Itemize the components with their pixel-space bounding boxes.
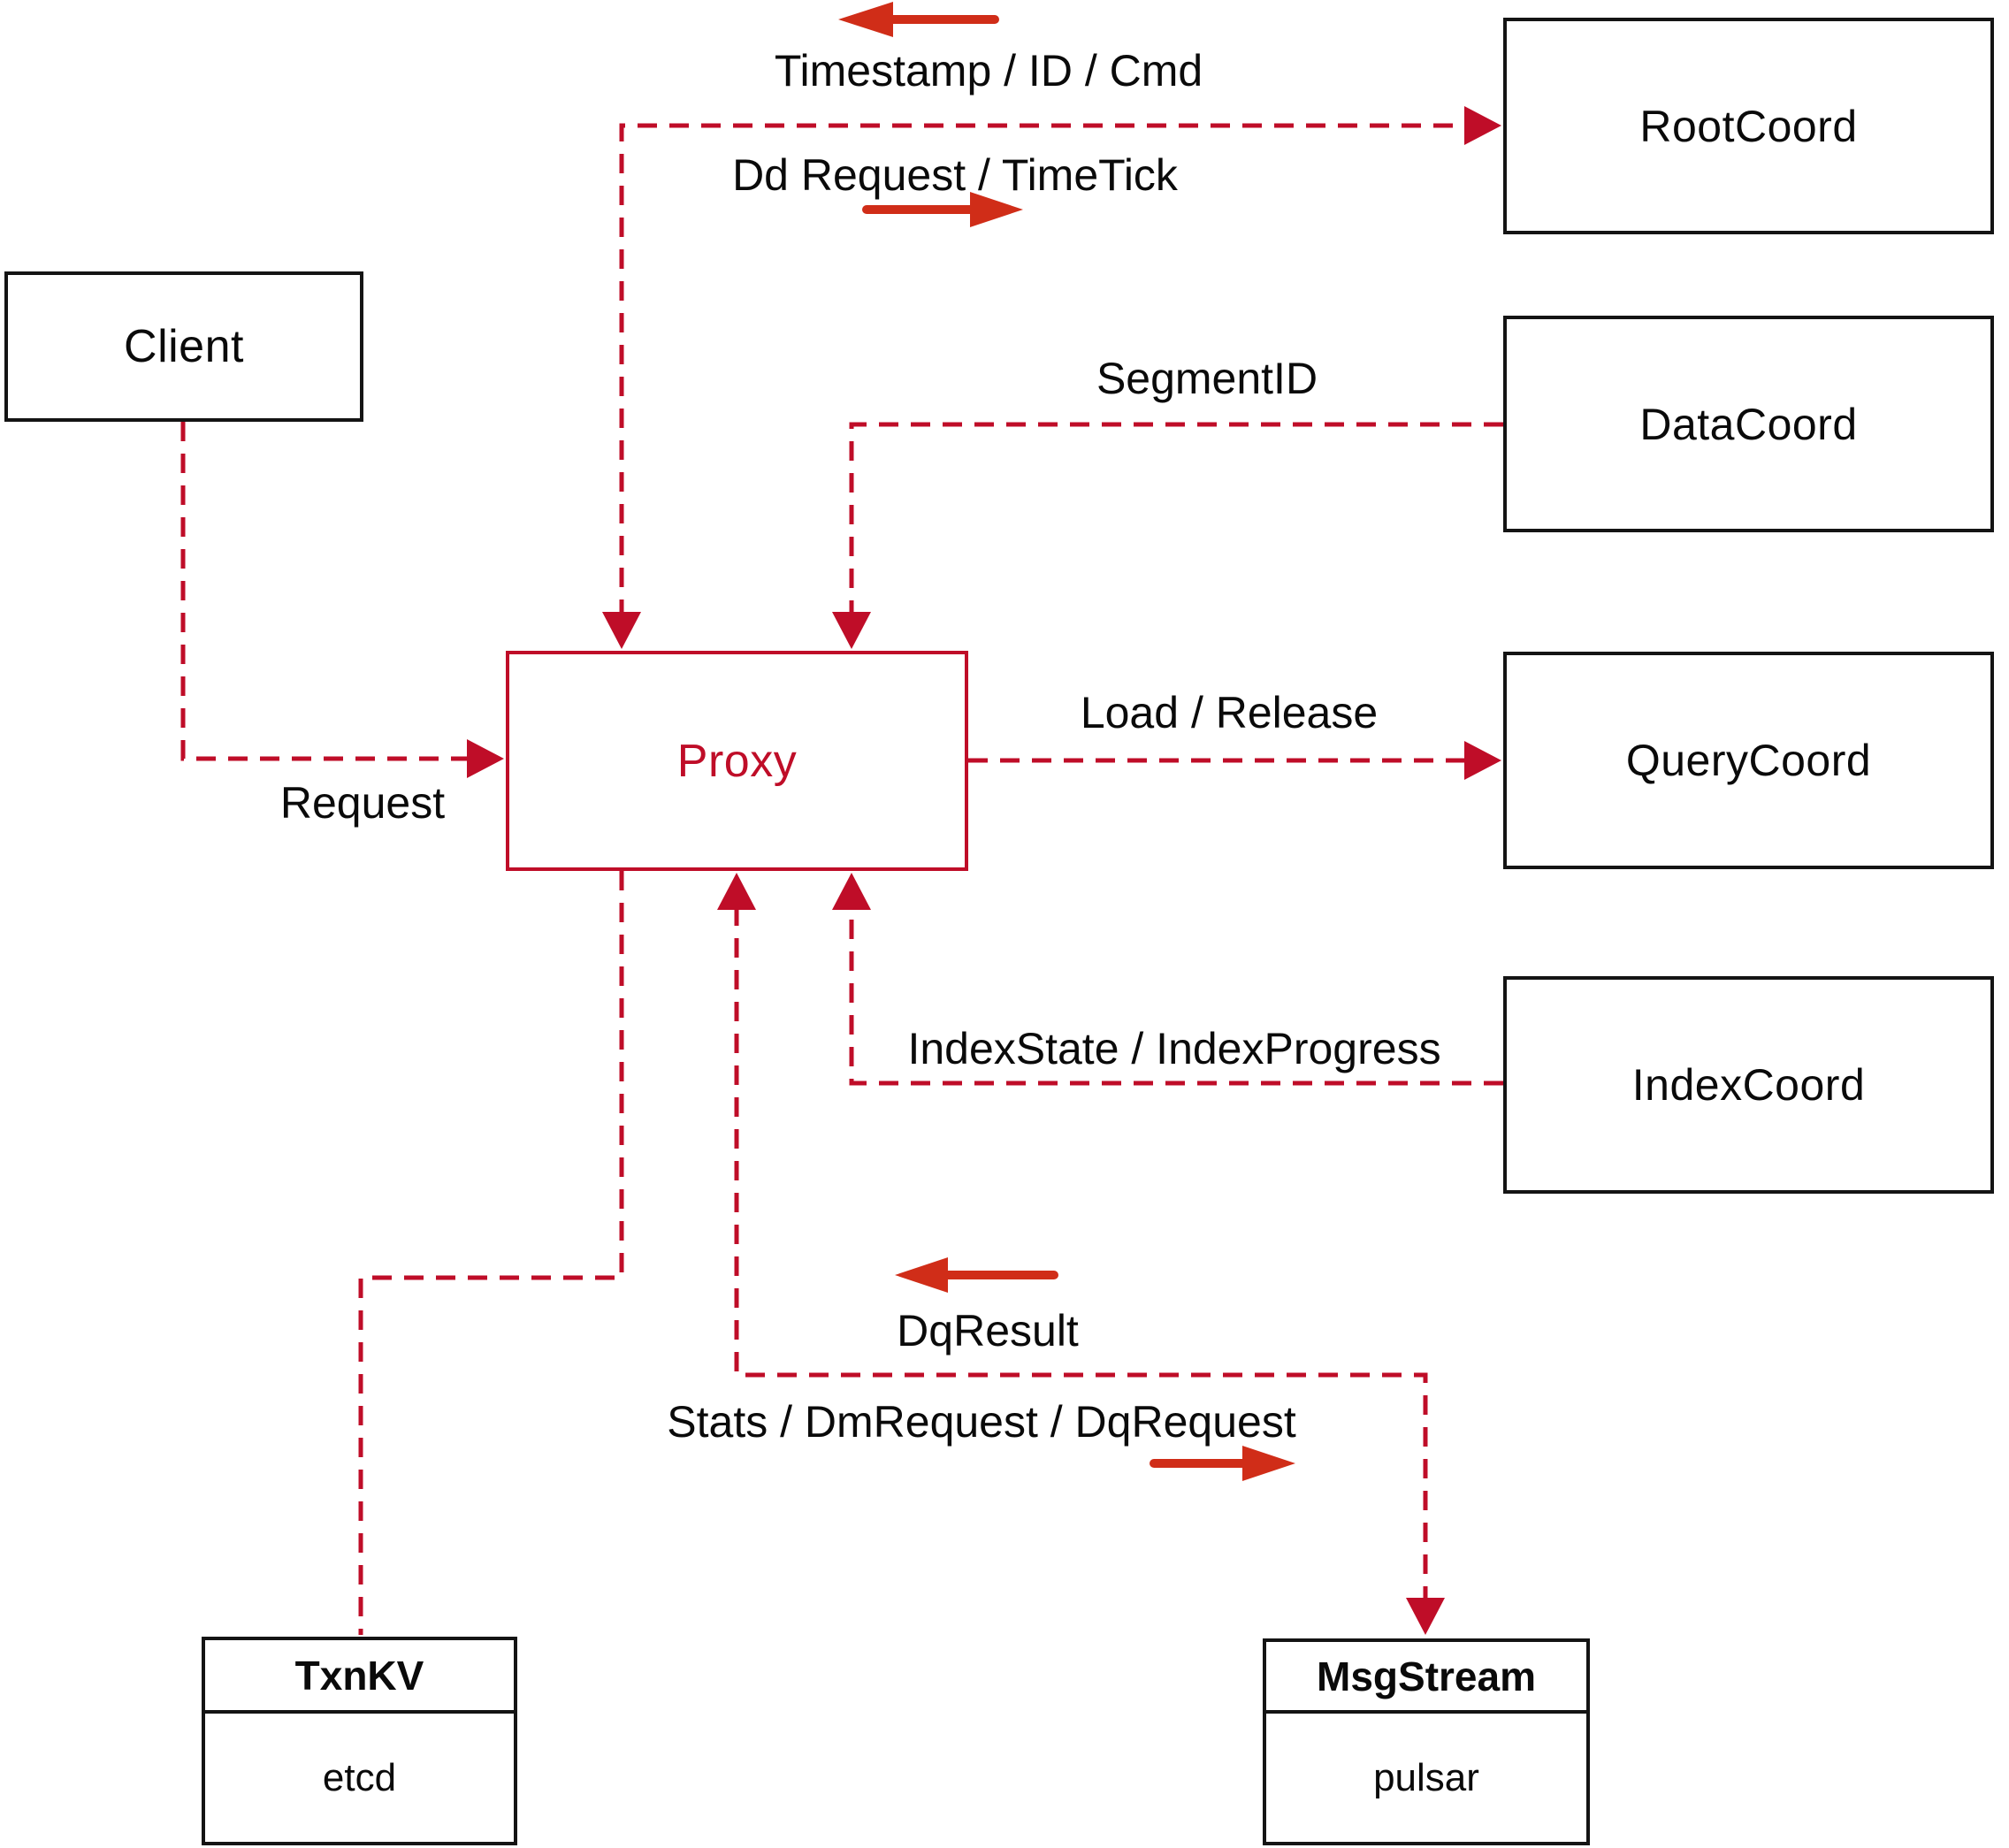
edge-label-dd-request-timetick: Dd Request / TimeTick [732, 150, 1178, 200]
node-txnkv-title: TxnKV [205, 1640, 514, 1714]
left-arrow-icon [838, 2, 999, 37]
node-rootcoord: RootCoord [1503, 18, 1994, 234]
node-querycoord: QueryCoord [1503, 652, 1994, 869]
edge-client-proxy [180, 422, 470, 761]
node-txnkv: TxnKV etcd [202, 1637, 517, 1845]
arrowhead-into-proxy-top-left [602, 612, 641, 649]
arrowhead-into-proxy-bottom-right [832, 873, 871, 910]
edge-datacoord-proxy [849, 422, 1503, 617]
edge-label-dqresult: DqResult [897, 1306, 1079, 1355]
node-datacoord: DataCoord [1503, 316, 1994, 532]
node-txnkv-implementation: etcd [322, 1755, 397, 1799]
edge-label-stats-dmrequest-dqrequest: Stats / DmRequest / DqRequest [667, 1397, 1296, 1447]
node-msgstream-title: MsgStream [1266, 1642, 1586, 1714]
arrowhead-into-proxy-left [467, 739, 504, 778]
arrowhead-into-msgstream [1406, 1598, 1445, 1635]
edge-label-load-release: Load / Release [1080, 688, 1379, 737]
node-client: Client [4, 271, 363, 422]
edge-label-timestamp-id-cmd: Timestamp / ID / Cmd [774, 46, 1203, 95]
arrowhead-into-rootcoord [1464, 106, 1501, 145]
node-datacoord-label: DataCoord [1639, 399, 1858, 449]
node-proxy-label: Proxy [676, 735, 798, 787]
right-arrow-icon [1150, 1446, 1295, 1481]
node-indexcoord: IndexCoord [1503, 976, 1994, 1194]
edge-label-segmentid: SegmentID [1096, 354, 1318, 403]
left-arrow-icon [895, 1257, 1058, 1293]
node-msgstream-implementation: pulsar [1373, 1755, 1479, 1799]
edge-proxy-txnkv [358, 871, 624, 1635]
node-proxy: Proxy [506, 651, 968, 871]
edge-label-indexstate-indexprogress: IndexState / IndexProgress [907, 1024, 1441, 1073]
direction-arrow-glyphs [838, 2, 1295, 1481]
arrowhead-into-proxy-top-right [832, 612, 871, 649]
arrowhead-into-proxy-bottom-mid [717, 873, 756, 910]
edge-label-request: Request [279, 778, 446, 828]
arrowhead-into-querycoord [1464, 741, 1501, 780]
node-msgstream: MsgStream pulsar [1263, 1638, 1590, 1845]
node-querycoord-label: QueryCoord [1625, 736, 1872, 785]
edge-indexcoord-proxy [849, 906, 1503, 1086]
right-arrow-icon [862, 192, 1023, 227]
node-indexcoord-label: IndexCoord [1631, 1060, 1866, 1110]
edge-proxy-msgstream [734, 906, 1428, 1600]
node-client-label: Client [124, 321, 244, 372]
node-rootcoord-label: RootCoord [1639, 101, 1858, 151]
edge-proxy-rootcoord [619, 123, 1468, 619]
